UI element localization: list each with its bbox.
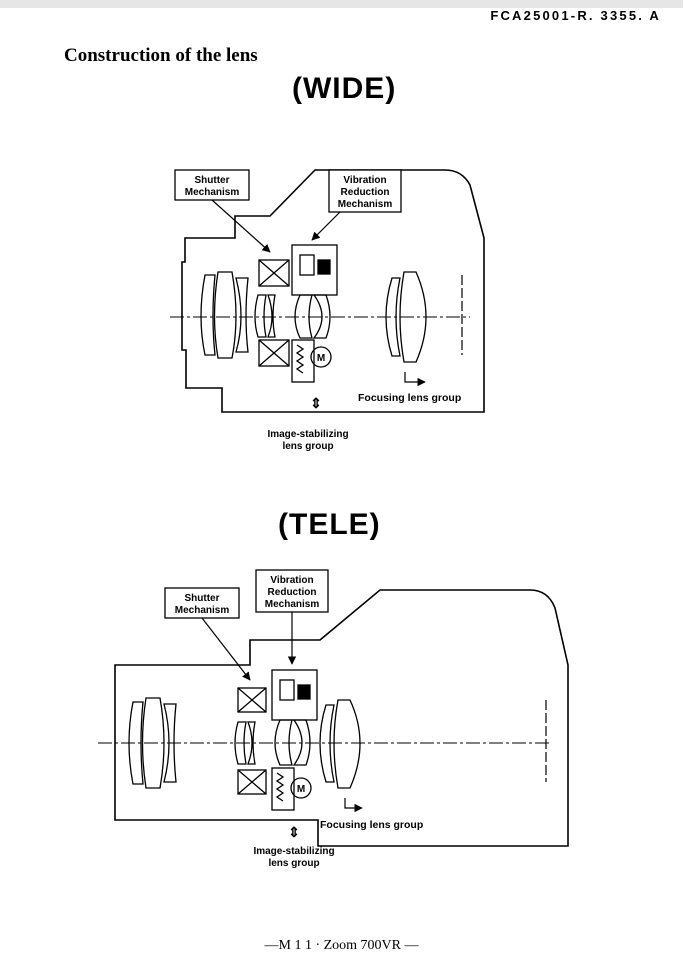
front-lens-group bbox=[128, 697, 177, 789]
top-edge-bar bbox=[0, 0, 683, 8]
shutter-label-line1: Shutter bbox=[185, 593, 220, 604]
stabilizing-label-line1: Image-stabilizing bbox=[267, 429, 348, 440]
vr-label-line1: Vibration bbox=[270, 575, 313, 586]
page-footer: —M 1 1 · Zoom 700VR — bbox=[264, 938, 419, 953]
shutter-label-box bbox=[174, 169, 250, 201]
focusing-group-label: Focusing lens group bbox=[358, 392, 461, 404]
shutter-label-line2: Mechanism bbox=[175, 605, 230, 616]
vibration-reduction-unit bbox=[271, 669, 318, 811]
document-number: FCA25001-R. 3355. A bbox=[490, 8, 661, 23]
vr-label-line2: Reduction bbox=[268, 587, 317, 598]
motor-label: M bbox=[297, 784, 305, 795]
stabilizing-arrow-icon: ⇕ bbox=[288, 824, 300, 840]
lens-barrel-outline bbox=[114, 589, 569, 847]
vibration-reduction-unit bbox=[291, 244, 338, 383]
focusing-lens-group bbox=[385, 271, 427, 363]
tele-lens-diagram: M Shutter Mechanism Vibration Reduction … bbox=[98, 569, 569, 869]
stabilizing-arrow-icon: ⇕ bbox=[310, 395, 322, 411]
tele-view-title: (TELE) bbox=[278, 508, 381, 541]
page-heading: Construction of the lens bbox=[64, 45, 258, 66]
vr-label-line1: Vibration bbox=[343, 175, 386, 186]
vr-label-line3: Mechanism bbox=[338, 199, 393, 210]
motor-label: M bbox=[317, 353, 325, 364]
motor-circle bbox=[290, 777, 312, 799]
stabilizing-label-line2: lens group bbox=[268, 858, 319, 869]
wide-lens-diagram: M Shutter Mechanism Vibration Reduction … bbox=[170, 169, 485, 452]
focusing-lens-group bbox=[319, 699, 361, 789]
vr-label-box bbox=[255, 569, 329, 613]
shutter-label-line1: Shutter bbox=[195, 175, 230, 186]
vr-label-line3: Mechanism bbox=[265, 599, 320, 610]
front-lens-group bbox=[200, 271, 249, 359]
shutter-label-box bbox=[164, 587, 240, 619]
wide-view-title: (WIDE) bbox=[292, 72, 397, 105]
vr-label-line2: Reduction bbox=[341, 187, 390, 198]
motor-circle bbox=[310, 346, 332, 368]
shutter-unit bbox=[254, 259, 290, 367]
shutter-label-line2: Mechanism bbox=[185, 187, 240, 198]
stabilizing-label-line2: lens group bbox=[282, 441, 333, 452]
focusing-group-label: Focusing lens group bbox=[320, 819, 423, 831]
stabilizing-label-line1: Image-stabilizing bbox=[253, 846, 334, 857]
vr-label-box bbox=[328, 169, 402, 213]
shutter-unit bbox=[234, 687, 267, 795]
